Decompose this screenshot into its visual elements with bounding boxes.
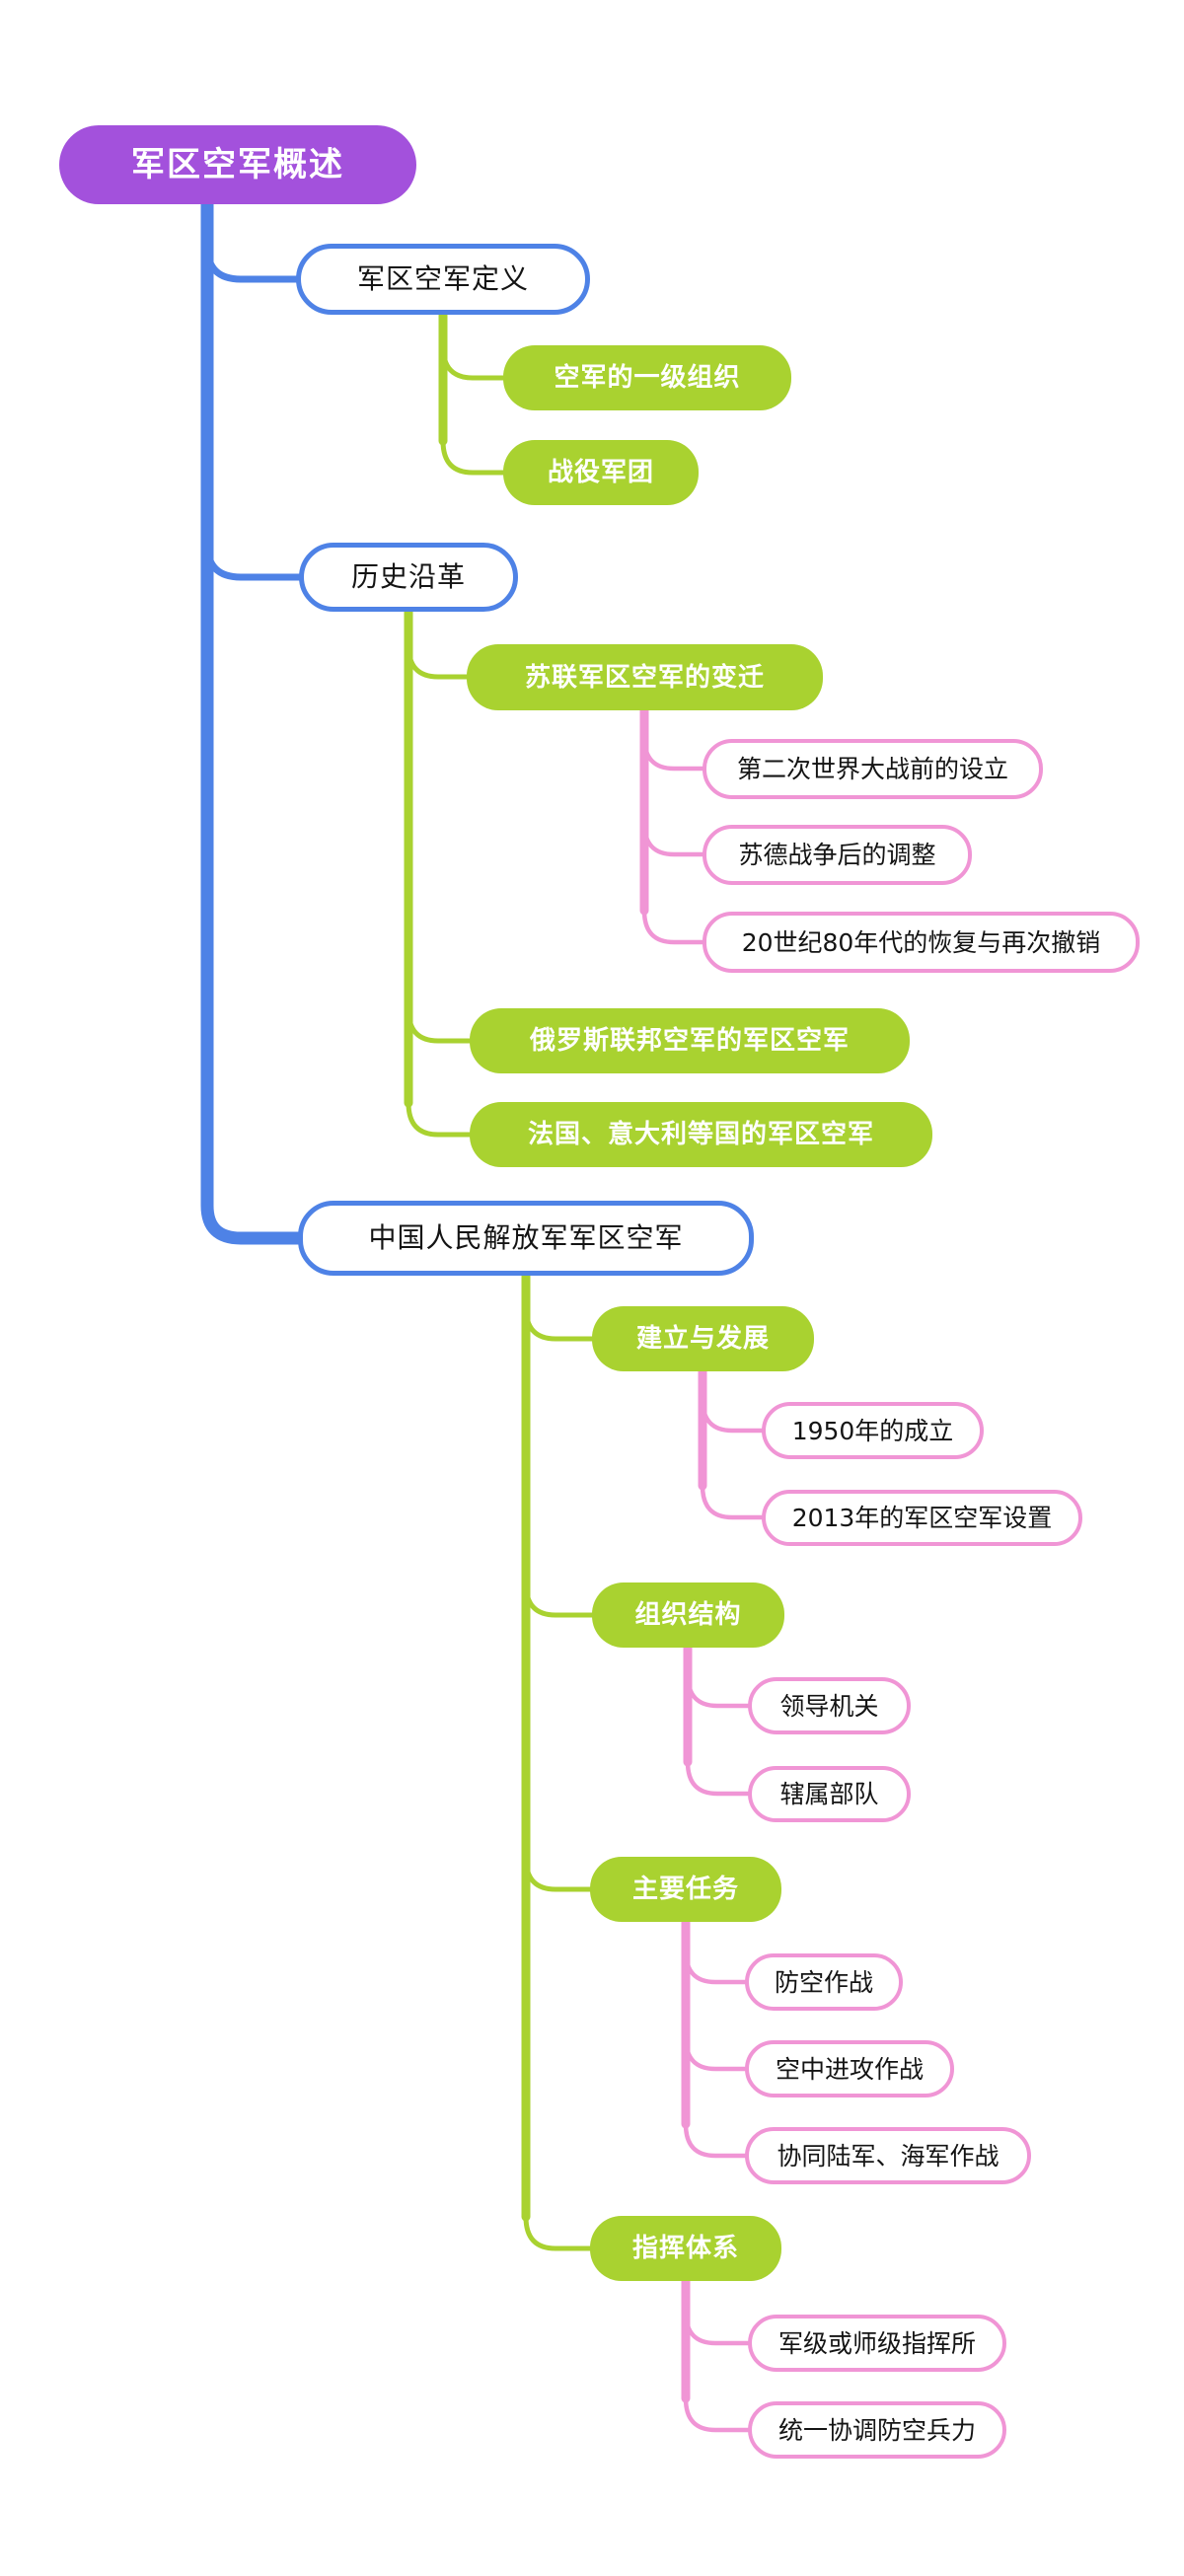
branch-hist-child-2 xyxy=(406,1100,473,1138)
subtopic-russia-federation[interactable]: 俄罗斯联邦空军的军区空军 xyxy=(470,1008,910,1073)
branch-hist-child-0 xyxy=(406,642,470,680)
branch-def-child-0 xyxy=(440,343,506,381)
branch-soviet-child-0 xyxy=(641,734,705,772)
branch-org-child-0 xyxy=(685,1671,751,1709)
root-node[interactable]: 军区空军概述 xyxy=(59,125,416,204)
branch-pla-child-1 xyxy=(523,1581,595,1618)
detail-1950-founding[interactable]: 1950年的成立 xyxy=(762,1402,984,1459)
branch-missions-child-2 xyxy=(683,2121,748,2159)
trunk-root xyxy=(200,190,305,1245)
subtopic-command-system[interactable]: 指挥体系 xyxy=(590,2216,781,2281)
subtopic-organization-structure[interactable]: 组织结构 xyxy=(592,1582,784,1648)
subtopic-france-italy[interactable]: 法国、意大利等国的军区空军 xyxy=(470,1102,932,1167)
detail-prewar-establishment[interactable]: 第二次世界大战前的设立 xyxy=(703,739,1043,799)
branch-command-child-1 xyxy=(683,2395,751,2433)
detail-subordinate-units[interactable]: 辖属部队 xyxy=(748,1766,911,1822)
subtopic-soviet-changes[interactable]: 苏联军区空军的变迁 xyxy=(467,644,823,710)
branch-soviet-child-2 xyxy=(641,908,705,945)
branch-founding-child-0 xyxy=(700,1396,765,1434)
branch-pla-child-2 xyxy=(523,1855,593,1892)
topic-history[interactable]: 历史沿革 xyxy=(299,543,518,612)
detail-leading-organs[interactable]: 领导机关 xyxy=(748,1677,911,1734)
branch-missions-child-0 xyxy=(683,1948,748,1985)
branch-topic-history xyxy=(203,540,303,581)
branch-def-child-1 xyxy=(440,438,506,476)
branch-pla-child-0 xyxy=(523,1304,595,1342)
branch-hist-child-1 xyxy=(406,1006,473,1044)
subtopic-founding-development[interactable]: 建立与发展 xyxy=(592,1306,814,1371)
detail-air-offensive-ops[interactable]: 空中进攻作战 xyxy=(745,2040,954,2098)
detail-unified-air-defense-coordination[interactable]: 统一协调防空兵力 xyxy=(748,2401,1006,2459)
branch-org-child-1 xyxy=(685,1759,751,1797)
branch-missions-child-1 xyxy=(683,2034,748,2072)
subtopic-airforce-level-org[interactable]: 空军的一级组织 xyxy=(503,345,791,410)
topic-definition[interactable]: 军区空军定义 xyxy=(296,244,590,315)
branch-pla-child-3 xyxy=(523,2214,593,2251)
detail-corps-division-command-posts[interactable]: 军级或师级指挥所 xyxy=(748,2315,1006,2372)
branch-topic-definition xyxy=(203,242,300,283)
branch-command-child-0 xyxy=(683,2309,751,2346)
detail-air-defense-ops[interactable]: 防空作战 xyxy=(745,1953,903,2011)
branch-founding-child-1 xyxy=(700,1483,765,1520)
detail-joint-army-navy-ops[interactable]: 协同陆军、海军作战 xyxy=(745,2127,1031,2184)
detail-1980s-restore-abolish[interactable]: 20世纪80年代的恢复与再次撤销 xyxy=(703,912,1140,973)
subtopic-main-missions[interactable]: 主要任务 xyxy=(590,1857,781,1922)
branch-soviet-child-1 xyxy=(641,820,705,857)
detail-postwar-adjustment[interactable]: 苏德战争后的调整 xyxy=(703,825,972,885)
subtopic-campaign-corps[interactable]: 战役军团 xyxy=(503,440,699,505)
topic-pla[interactable]: 中国人民解放军军区空军 xyxy=(298,1201,754,1276)
detail-2013-setup[interactable]: 2013年的军区空军设置 xyxy=(762,1490,1082,1546)
